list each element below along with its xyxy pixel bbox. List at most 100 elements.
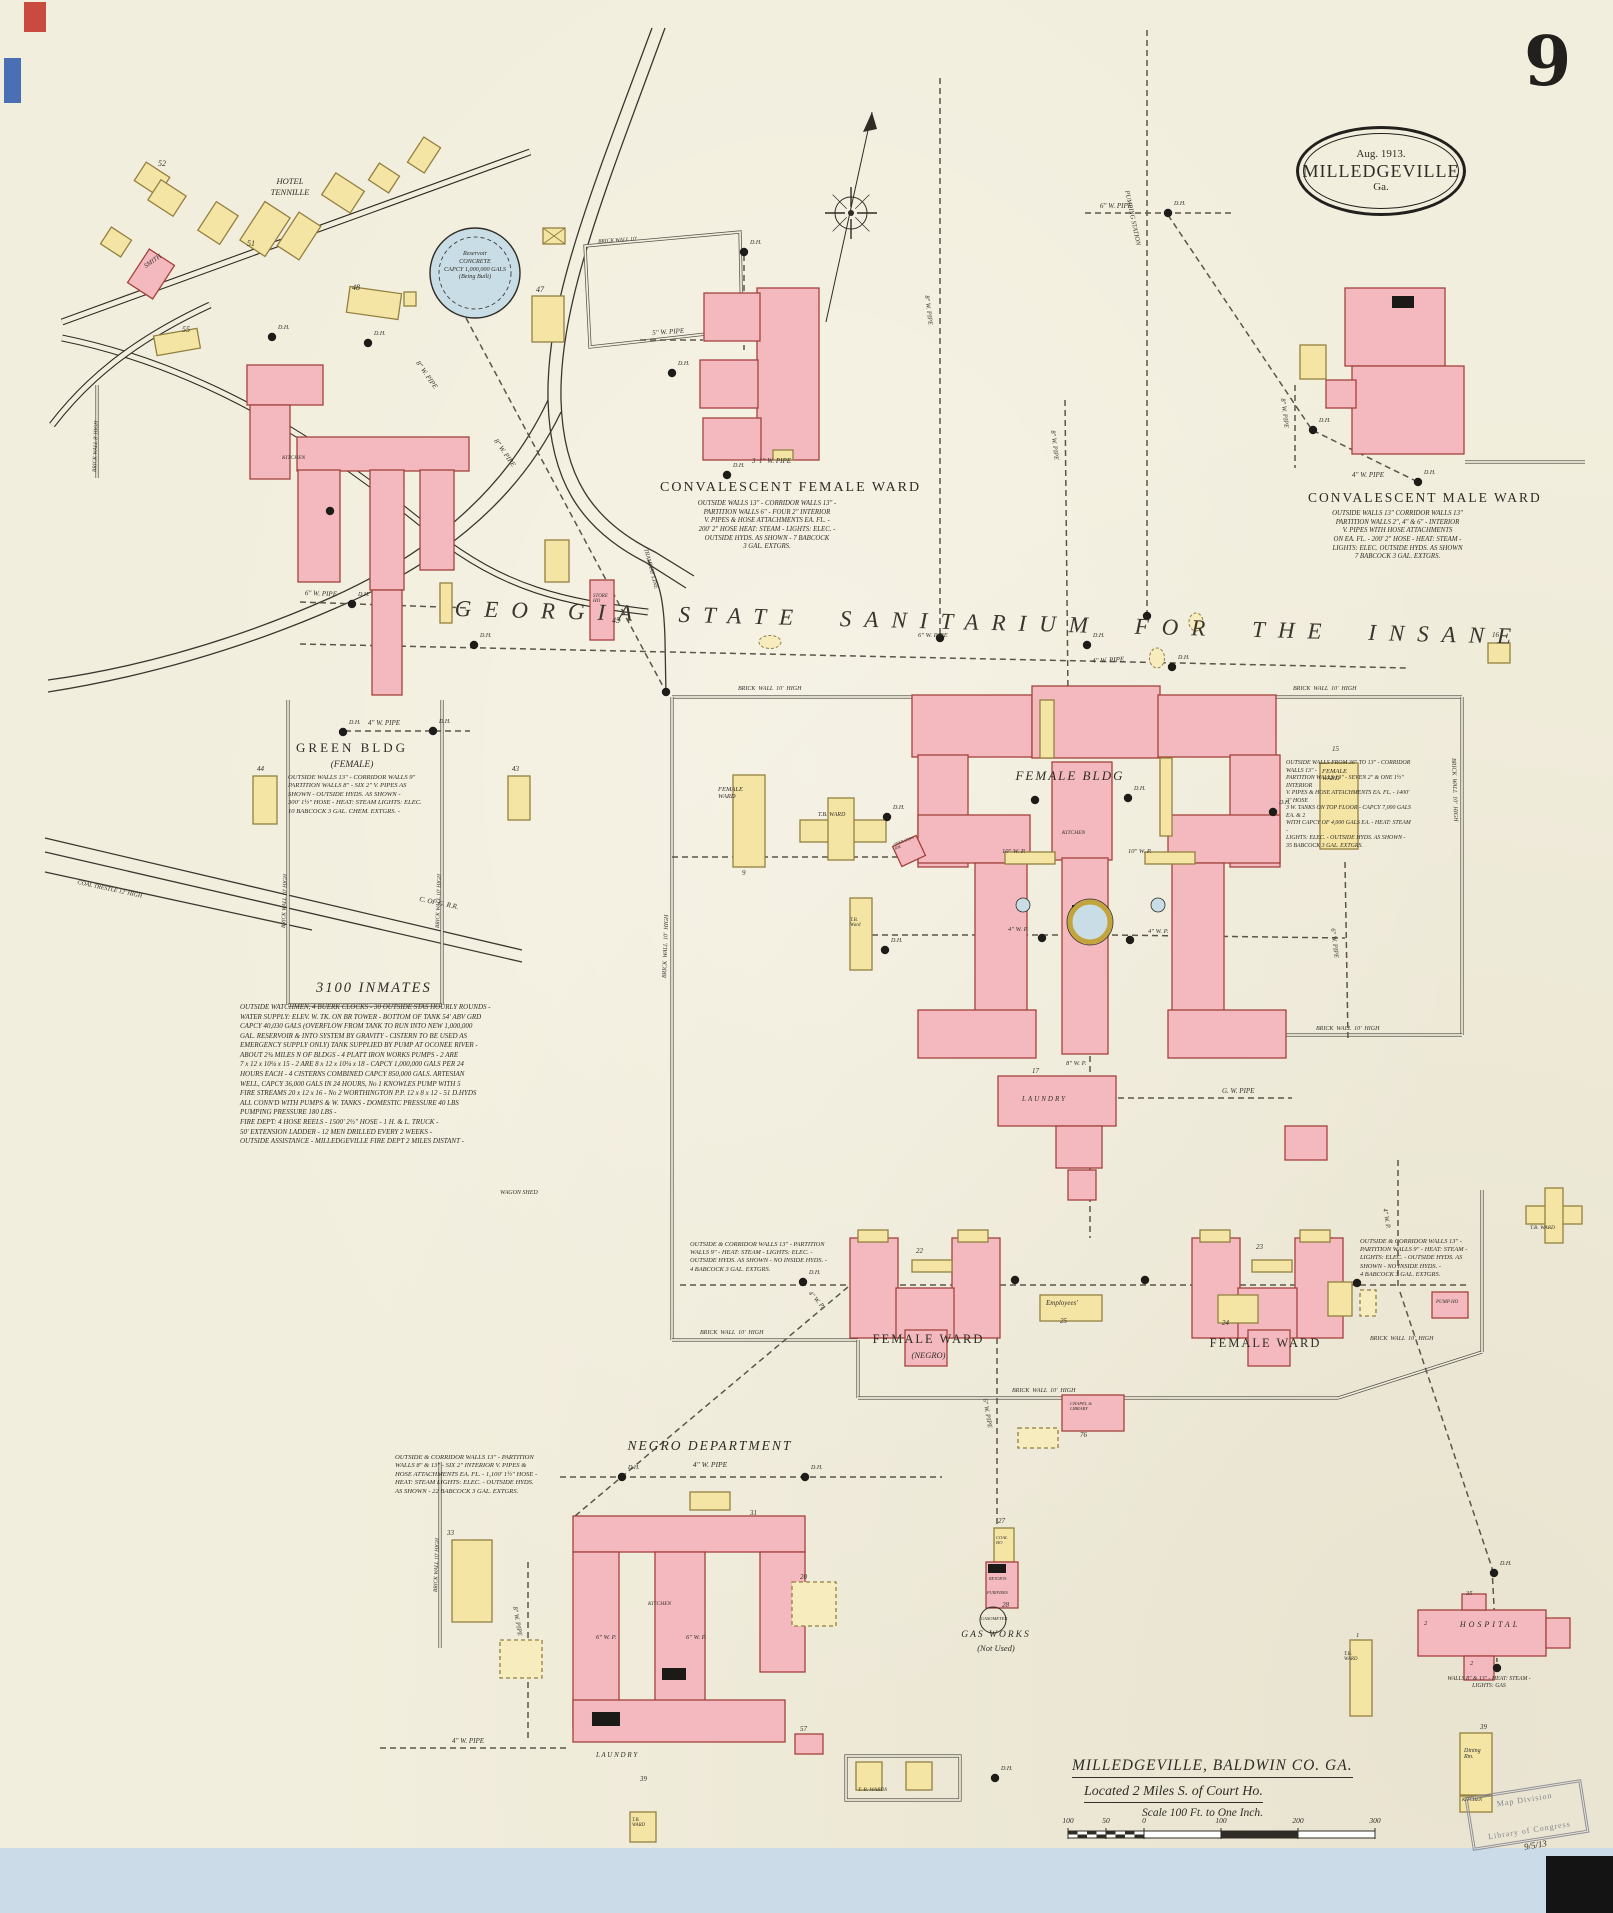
hospital-title: HOSPITAL: [1459, 1620, 1521, 1629]
tb-ward-label: T.B. Ward: [850, 918, 861, 929]
hydrant-label: D.H.: [628, 1465, 640, 1471]
frame-building: [238, 200, 292, 258]
water-pipe-line: [299, 643, 1409, 669]
frame-building: [1017, 1427, 1059, 1449]
map-label: Employees': [1046, 1299, 1078, 1307]
map-label: 57: [800, 1725, 807, 1733]
gas-works-subtitle: (Not Used): [977, 1643, 1015, 1653]
frame-building: [1459, 1795, 1493, 1813]
hydrant-label: D.H.: [480, 633, 492, 639]
frame-building: [911, 1259, 953, 1273]
scale-tick-label: 100: [1215, 1816, 1227, 1825]
frame-building: [1039, 1294, 1103, 1322]
hydrant-dot: [325, 506, 335, 516]
map-label: 4" W. PIPE: [1352, 471, 1385, 479]
calibration-red-mark: [24, 2, 46, 32]
map-label: 3 1" W. PIPE: [752, 457, 792, 465]
map-label: PURIFIERS: [987, 1590, 1008, 1595]
laundry-label: LAUNDRY: [1022, 1095, 1067, 1103]
frame-building: [252, 775, 278, 825]
hydrant-label: D.H.: [349, 720, 361, 726]
frame-building: [152, 327, 202, 357]
map-label: 35: [1466, 1590, 1473, 1597]
store-house-label: STORE HO: [593, 594, 608, 605]
female-bldg-notes: OUTSIDE WALLS FROM 36" TO 13" - CORRIDOR…: [1286, 760, 1411, 850]
scale-label: Scale 100 Ft. to One Inch.: [1142, 1807, 1264, 1819]
hydrant-dot: [1142, 611, 1152, 621]
hydrant-dot: [880, 945, 890, 955]
map-label: 43: [512, 765, 519, 773]
water-pipe-line: [465, 317, 667, 693]
hydrant-label: D.H.: [1178, 655, 1190, 661]
hydrant-dot: [1010, 1275, 1020, 1285]
map-label: 47: [536, 285, 544, 294]
frame-building: [367, 162, 401, 194]
machinery-block: [592, 1712, 620, 1726]
hydrant-label: D.H.: [1500, 1561, 1512, 1567]
hydrant-dot: [1123, 793, 1133, 803]
hydrant-dot: [338, 727, 348, 737]
tb-ward-label: T.B. WARD: [632, 1818, 645, 1829]
water-pipe-line: [1111, 934, 1346, 939]
hydrant-dot: [739, 247, 749, 257]
hydrant-dot: [1140, 1275, 1150, 1285]
brick-building: [699, 359, 759, 409]
chapel-library-label: CHAPEL & LIBRARY: [1070, 1401, 1092, 1411]
hydrant-dot: [617, 1472, 627, 1482]
frame-building: [1299, 1229, 1331, 1243]
map-label: 15: [1332, 745, 1339, 753]
frame-building: [1319, 762, 1359, 850]
frame-building: [791, 1581, 837, 1627]
frame-building: [772, 449, 794, 461]
brick-wall-label: BRICK WALL 10' HIGH: [1370, 1336, 1434, 1342]
map-label: 25: [1060, 1317, 1067, 1325]
map-label: 9: [742, 869, 746, 877]
frame-building: [196, 200, 240, 246]
brick-building: [1545, 1617, 1571, 1649]
road-line: [49, 301, 212, 428]
frame-building: [732, 774, 766, 868]
tb-ward-label: T.B. WARD: [818, 812, 846, 818]
water-structure-circle: [1067, 899, 1113, 945]
map-label: 33: [447, 1529, 454, 1537]
brick-building: [1171, 862, 1225, 1012]
green-bldg-subtitle: (FEMALE): [330, 760, 374, 770]
water-structure-circle: [438, 236, 512, 310]
brick-building: [1247, 1329, 1291, 1367]
frame-building: [406, 136, 442, 174]
conv-male-ward-notes: OUTSIDE WALLS 13" CORRIDOR WALLS 13" PAR…: [1332, 510, 1463, 561]
frame-building: [855, 1761, 883, 1791]
hydrant-dot: [935, 633, 945, 643]
frame-building: [403, 291, 417, 307]
frame-building: [1299, 344, 1327, 380]
map-label: 51: [247, 239, 255, 248]
hydrant-dot: [1308, 425, 1318, 435]
railroad-line: [560, 27, 695, 577]
female-ward-negro-subtitle: (NEGRO): [911, 1350, 946, 1360]
hydrant-dot: [1125, 935, 1135, 945]
brick-building: [756, 287, 820, 461]
map-label: 10" W. P.: [1128, 848, 1152, 855]
scale-tick-label: 50: [1102, 1816, 1110, 1825]
hydrant-dot: [882, 812, 892, 822]
frame-building: [827, 797, 855, 861]
map-label: 4" W. PIPE: [368, 719, 401, 727]
hydrant-label: D.H.: [1134, 786, 1146, 792]
tb-ward-label: T.B. WARD: [1530, 1225, 1556, 1231]
map-label: 1: [1356, 1632, 1360, 1639]
map-label: 39: [1480, 1723, 1487, 1731]
hydrant-label: D.H.: [893, 805, 905, 811]
city-date-badge: Aug. 1913. MILLEDGEVILLE Ga.: [1296, 126, 1466, 216]
compass-ring: [834, 196, 868, 230]
map-label: 6" W. PIPE: [1100, 202, 1133, 210]
brick-building: [1167, 1009, 1287, 1059]
hydrant-dot: [428, 726, 438, 736]
frame-building: [1159, 757, 1173, 837]
negro-department-notes: OUTSIDE & CORRIDOR WALLS 13" - PARTITION…: [395, 1454, 538, 1495]
hydrant-dot: [798, 1277, 808, 1287]
map-label: RETORTS: [989, 1576, 1007, 1581]
frame-building: [1217, 1294, 1259, 1324]
brick-wall-label: BRICK WALL 10' HIGH: [1012, 1388, 1076, 1394]
map-label: 6" W. PIPE: [918, 632, 948, 639]
brick-building: [1431, 1291, 1469, 1319]
